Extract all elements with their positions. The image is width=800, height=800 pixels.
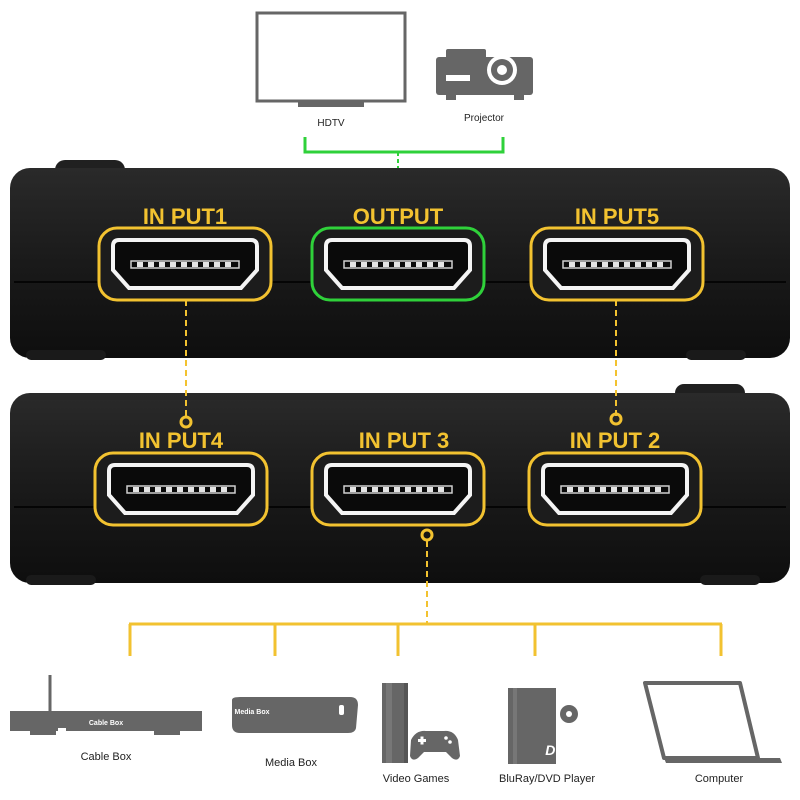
hdmi-pin — [624, 262, 630, 267]
video-games-device: Video Games — [382, 683, 460, 785]
hdmi-pin — [221, 487, 227, 492]
hdmi-pin — [416, 262, 422, 267]
hdmi-pin — [133, 487, 139, 492]
tv-icon — [255, 11, 407, 107]
hdmi-pin — [613, 262, 619, 267]
hdmi-pin — [148, 262, 154, 267]
hdmi-pin — [372, 262, 378, 267]
hdmi-pin — [361, 487, 367, 492]
hdmi-pin — [350, 487, 356, 492]
hdmi-port-input3[interactable] — [310, 451, 486, 527]
computer-device: Computer — [643, 681, 782, 785]
hdmi-pin — [569, 262, 575, 267]
hdmi-port-input4[interactable] — [93, 451, 269, 527]
hdmi-pin — [350, 262, 356, 267]
dvd-player-icon — [508, 688, 578, 764]
input-connection-lines — [128, 300, 723, 656]
port-label-output: OUTPUT — [353, 204, 444, 229]
hdmi-pin — [635, 262, 641, 267]
hdmi-pin — [644, 487, 650, 492]
hdmi-pin — [137, 262, 143, 267]
hdmi-pin — [155, 487, 161, 492]
hdmi-pin — [188, 487, 194, 492]
hdmi-pin — [166, 487, 172, 492]
hdmi-pin — [578, 487, 584, 492]
projector-icon — [436, 49, 533, 100]
media-box-icon — [232, 697, 358, 733]
hdmi-pin — [589, 487, 595, 492]
hdmi-pin — [655, 487, 661, 492]
media-box-screen-text: Media Box — [234, 709, 269, 716]
projector-device: Projector — [436, 49, 533, 124]
hdmi-pin — [394, 487, 400, 492]
bluray-label: BluRay/DVD Player — [499, 773, 595, 785]
computer-label: Computer — [695, 773, 744, 785]
cable-box-icon — [10, 675, 202, 735]
hdmi-pin — [416, 487, 422, 492]
hdmi-pin — [159, 262, 165, 267]
hdtv-label: HDTV — [317, 118, 345, 129]
hdmi-pin — [210, 487, 216, 492]
media-box-label: Media Box — [265, 757, 317, 769]
hdmi-pin — [657, 262, 663, 267]
hdmi-pin — [372, 487, 378, 492]
hdmi-port-input2[interactable] — [527, 451, 703, 527]
video-games-label: Video Games — [383, 773, 450, 785]
projector-label: Projector — [464, 113, 505, 124]
hdmi-pin — [177, 487, 183, 492]
hdmi-pin — [602, 262, 608, 267]
port-label-input1: IN PUT1 — [143, 204, 227, 229]
hdmi-pin — [170, 262, 176, 267]
hdmi-pin — [361, 262, 367, 267]
port-label-input4: IN PUT4 — [139, 428, 224, 453]
hdmi-pin — [633, 487, 639, 492]
hdmi-pin — [611, 487, 617, 492]
hdmi-pin — [427, 487, 433, 492]
media-box-device: Media Box Media Box — [232, 697, 358, 769]
dvd-logo-text: DVD — [545, 742, 575, 758]
hdmi-pin — [383, 487, 389, 492]
hdmi-pin — [591, 262, 597, 267]
hdmi-pin — [144, 487, 150, 492]
hdmi-pin — [405, 487, 411, 492]
port-label-input5: IN PUT5 — [575, 204, 659, 229]
hdmi-pin — [199, 487, 205, 492]
game-console-icon — [382, 683, 408, 763]
port-label-input2: IN PUT 2 — [570, 428, 660, 453]
hdmi-pin — [438, 262, 444, 267]
hdmi-port-output[interactable] — [310, 226, 486, 302]
cable-box-device: Cable Box Cable Box — [10, 675, 202, 763]
bluray-device: DVD BluRay/DVD Player — [499, 688, 595, 785]
hdmi-port-input1[interactable] — [97, 226, 273, 302]
gamepad-icon — [410, 730, 460, 760]
cable-box-screen-text: Cable Box — [89, 720, 123, 727]
hdmi-pin — [203, 262, 209, 267]
hdmi-pin — [225, 262, 231, 267]
hdmi-pin — [427, 262, 433, 267]
hdmi-pin — [567, 487, 573, 492]
hdmi-pin — [646, 262, 652, 267]
hdmi-pin — [600, 487, 606, 492]
hdtv-device: HDTV — [255, 11, 407, 129]
hdmi-pin — [383, 262, 389, 267]
hdmi-pin — [580, 262, 586, 267]
hdmi-pin — [181, 262, 187, 267]
hdmi-port-input5[interactable] — [529, 226, 705, 302]
hdmi-pin — [622, 487, 628, 492]
hdmi-pin — [394, 262, 400, 267]
cable-box-label: Cable Box — [81, 751, 132, 763]
hdmi-pin — [214, 262, 220, 267]
hdmi-pin — [438, 487, 444, 492]
laptop-icon — [643, 681, 782, 763]
port-label-input3: IN PUT 3 — [359, 428, 449, 453]
hdmi-pin — [405, 262, 411, 267]
hdmi-pin — [192, 262, 198, 267]
